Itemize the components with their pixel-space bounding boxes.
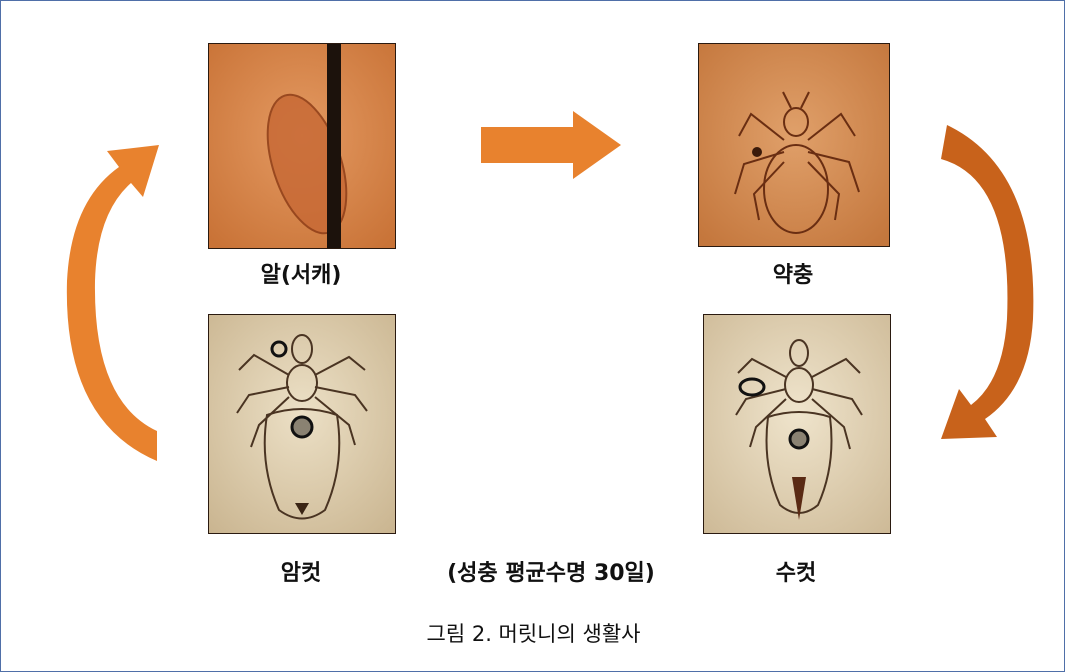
arrow-right xyxy=(481,111,621,179)
egg-label: 알(서캐) xyxy=(208,257,394,289)
male-photo xyxy=(703,314,891,534)
female-label: 암컷 xyxy=(208,555,394,587)
nymph-label: 약충 xyxy=(698,257,888,289)
figure-caption: 그림 2. 머릿니의 생활사 xyxy=(1,618,1065,648)
egg-photo xyxy=(208,43,396,249)
arrow-curve-up xyxy=(63,121,159,465)
male-label: 수컷 xyxy=(703,555,889,587)
arrow-curve-down xyxy=(941,119,1041,465)
female-photo xyxy=(208,314,396,534)
nymph-photo xyxy=(698,43,890,247)
lifespan-note: (성충 평균수명 30일) xyxy=(421,555,681,587)
